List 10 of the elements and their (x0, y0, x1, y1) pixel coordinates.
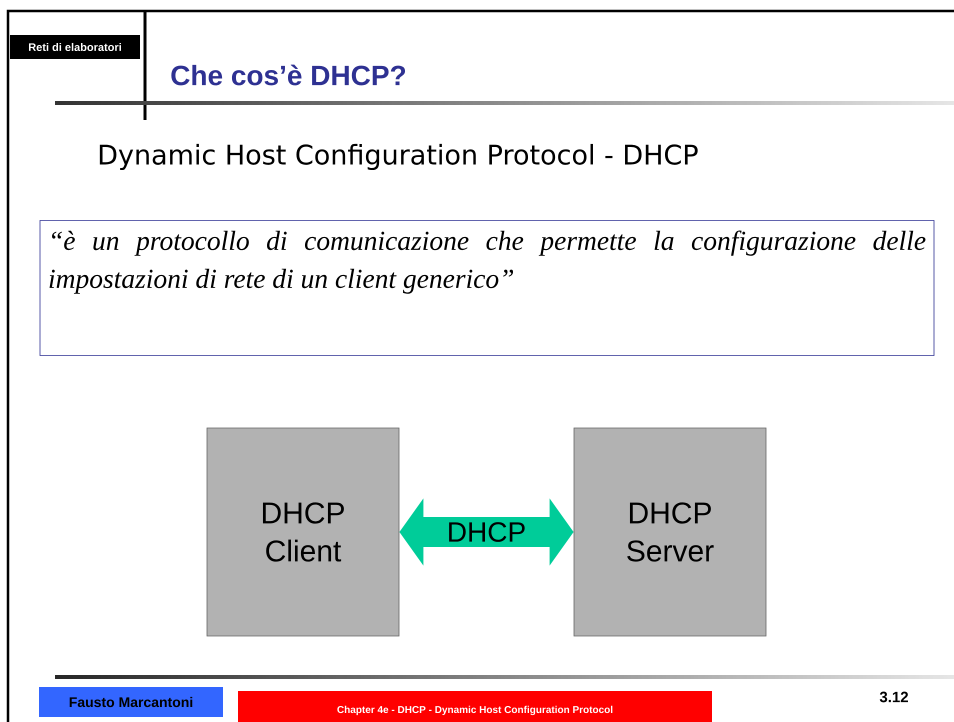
server-box: DHCP Server (574, 428, 766, 636)
section-tag: Reti di elaboratori (10, 35, 140, 59)
client-box: DHCP Client (206, 428, 400, 636)
quote-box: “è un protocollo di comunicazione che permette la configurazione delle impostazioni di rete di un client generico” (40, 220, 934, 356)
subtitle: Dynamic Host Configuration Protocol - DHCP (100, 144, 698, 170)
author-tag: Fausto Marcantoni (39, 687, 223, 717)
edge-label: DHCP (449, 522, 525, 542)
page-number: 3.12 (880, 692, 908, 702)
slide-title: Che cos’è DHCP? (171, 64, 406, 86)
chapter-banner: Chapter 4e - DHCP - Dynamic Host Configuration Protocol (238, 691, 712, 722)
